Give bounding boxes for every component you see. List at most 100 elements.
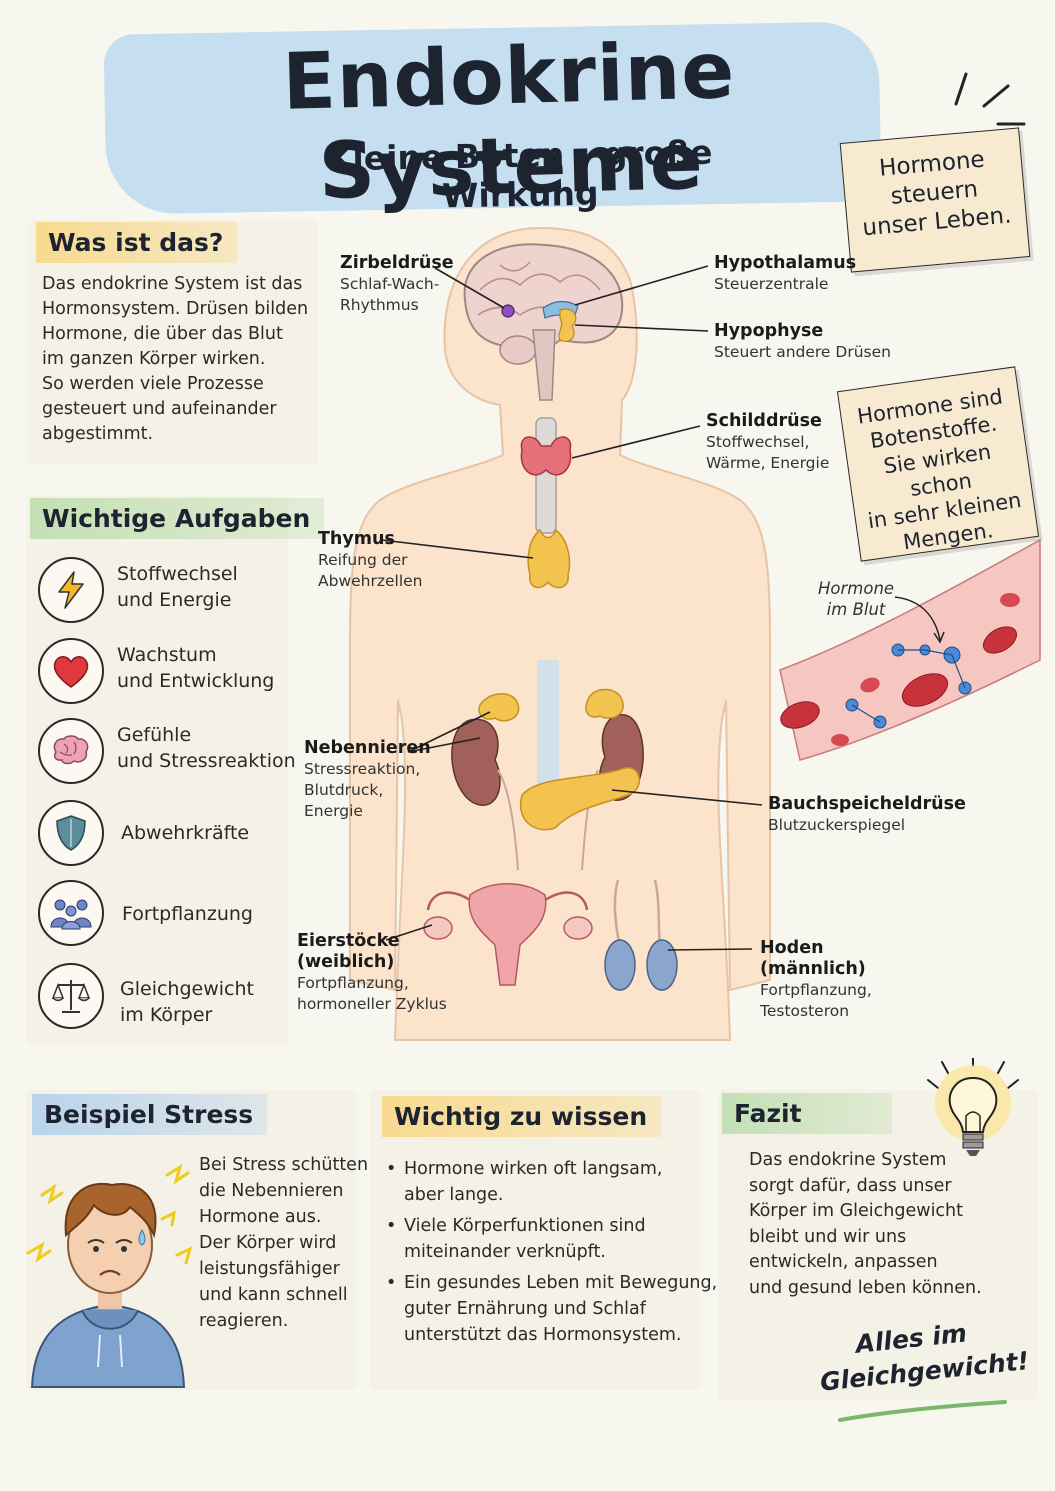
pancreas-gland [519,767,640,831]
facts-line: Ein gesundes Leben mit Bewegung, [404,1273,718,1293]
fazit-line: Das endokrine System [749,1150,947,1170]
family-icon [38,880,104,946]
facts-item: Hormone wirken oft langsam, aber lange. [384,1156,717,1208]
gland-desc: Rhythmus [340,296,419,314]
task-line: Fortpflanzung [122,903,253,925]
slogan-underline [838,1400,1007,1422]
task-line: und Stressreaktion [117,750,296,772]
shield-icon [38,800,104,866]
intro-line: Hormonsystem. Drüsen bilden [42,299,309,319]
gland-desc: hormoneller Zyklus [297,995,447,1013]
label-hoden: Hoden (männlich) Fortpflanzung, Testoste… [760,938,872,1022]
label-hypothalamus: Hypothalamus Steuerzentrale [714,253,856,295]
fazit-line: und gesund leben können. [749,1277,982,1298]
gland-desc: Stoffwechsel, [706,433,810,451]
facts-line: Hormone wirken oft langsam, [404,1159,663,1179]
ovaries-illustration [423,883,593,986]
gland-desc: Fortpflanzung, [760,981,872,999]
label-schilddruese: Schilddrüse Stoffwechsel, Wärme, Energie [706,411,829,474]
gland-desc: Schlaf-Wach- [340,275,440,293]
tasks-heading: Wichtige Aufgaben [30,498,325,539]
task-label-metabolism: Stoffwechsel und Energie [117,561,317,613]
facts-line: miteinander verknüpft. [404,1242,606,1262]
stress-line: leistungsfähiger [199,1259,340,1279]
blood-label-line: Hormone [818,579,895,598]
gland-desc: Blutzuckerspiegel [768,816,906,834]
lightbulb-icon [927,1058,1019,1156]
task-line: Stoffwechsel [117,563,238,585]
gland-desc: Blutdruck, [304,781,384,799]
task-line: Gleichgewicht [120,978,254,1000]
task-label-balance: Gleichgewicht im Körper [120,976,320,1028]
facts-item: Viele Körperfunktionen sind miteinander … [384,1213,717,1265]
task-label-growth: Wachstum und Entwicklung [117,642,317,694]
facts-heading: Wichtig zu wissen [382,1096,662,1137]
sticky-note-messengers: Hormone sind Botenstoffe. Sie wirken sch… [836,366,1040,562]
label-eierstoecke: Eierstöcke (weiblich) Fortpflanzung, hor… [297,931,447,1015]
gland-name: Zirbeldrüse [340,253,454,273]
task-label-emotions: Gefühle und Stressreaktion [117,722,317,774]
facts-line: unterstützt das Hormonsystem. [404,1325,682,1345]
stress-line: und kann schnell [199,1285,348,1305]
gland-name: Hoden [760,938,824,958]
gland-name: Nebennieren [304,738,431,758]
label-bauchspeicheldruese: Bauchspeicheldrüse Blutzuckerspiegel [768,794,966,836]
gland-desc: Stressreaktion, [304,760,421,778]
thyroid-gland [520,436,572,476]
intro-line: abgestimmt. [42,424,154,444]
intro-heading: Was ist das? [36,222,238,263]
gland-desc: Energie [304,802,363,820]
gland-name: Bauchspeicheldrüse [768,794,966,814]
brain-icon [38,718,104,784]
intro-line: So werden viele Prozesse [42,374,264,394]
label-thymus: Thymus Reifung der Abwehrzellen [318,529,423,592]
facts-item: Ein gesundes Leben mit Bewegung, guter E… [384,1270,717,1348]
gland-name: Schilddrüse [706,411,822,431]
thymus-gland [527,528,571,589]
gland-name: Eierstöcke [297,931,400,951]
label-hormones-in-blood: Hormone im Blut [818,578,894,620]
intro-line: Hormone, die über das Blut [42,324,283,344]
facts-line: aber lange. [404,1185,504,1205]
intro-line: im ganzen Körper wirken. [42,349,266,369]
gland-desc: Testosteron [760,1002,850,1020]
trachea [535,417,557,534]
gland-desc: Fortpflanzung, [297,974,409,992]
gland-name: (männlich) [760,959,866,979]
scale-icon [38,963,104,1029]
stressed-person-illustration [26,1163,193,1388]
stress-line: Hormone aus. [199,1207,322,1227]
heart-icon [38,638,104,704]
task-label-reproduction: Fortpflanzung [122,901,322,927]
fazit-line: Körper im Gleichgewicht [749,1201,963,1221]
stress-line: Bei Stress schütten [199,1155,369,1175]
right-adrenal-gland [585,688,624,719]
label-zirbeldruese: Zirbeldrüse Schlaf-Wach- Rhythmus [340,253,454,316]
body-silhouette [349,226,771,1041]
intro-text: Das endokrine System ist das Hormonsyste… [42,272,308,447]
label-hypophyse: Hypophyse Steuert andere Drüsen [714,321,891,363]
stress-line: reagieren. [199,1311,289,1331]
pituitary-gland [558,308,577,342]
gland-desc: Abwehrzellen [318,572,423,590]
left-adrenal-gland [478,693,520,722]
gland-name: Hypophyse [714,321,824,341]
gland-desc: Reifung der [318,551,408,569]
task-label-immune: Abwehrkräfte [121,820,321,846]
fazit-line: entwickeln, anpassen [749,1252,938,1272]
fazit-text: Das endokrine System sorgt dafür, dass u… [749,1148,982,1301]
task-line: und Energie [117,589,232,611]
fazit-line: bleibt und wir uns [749,1226,907,1247]
lightning-icon [38,557,104,623]
leader-lines [381,265,763,951]
stress-heading: Beispiel Stress [32,1094,268,1135]
facts-line: guter Ernährung und Schlaf [404,1299,646,1319]
task-line: und Entwicklung [117,670,275,692]
pineal-gland [501,304,515,318]
gland-name: (weiblich) [297,952,395,972]
intro-line: Das endokrine System ist das [42,274,303,294]
intro-line: gesteuert und aufeinander [42,399,277,419]
emphasis-burst-icon [954,72,1026,126]
